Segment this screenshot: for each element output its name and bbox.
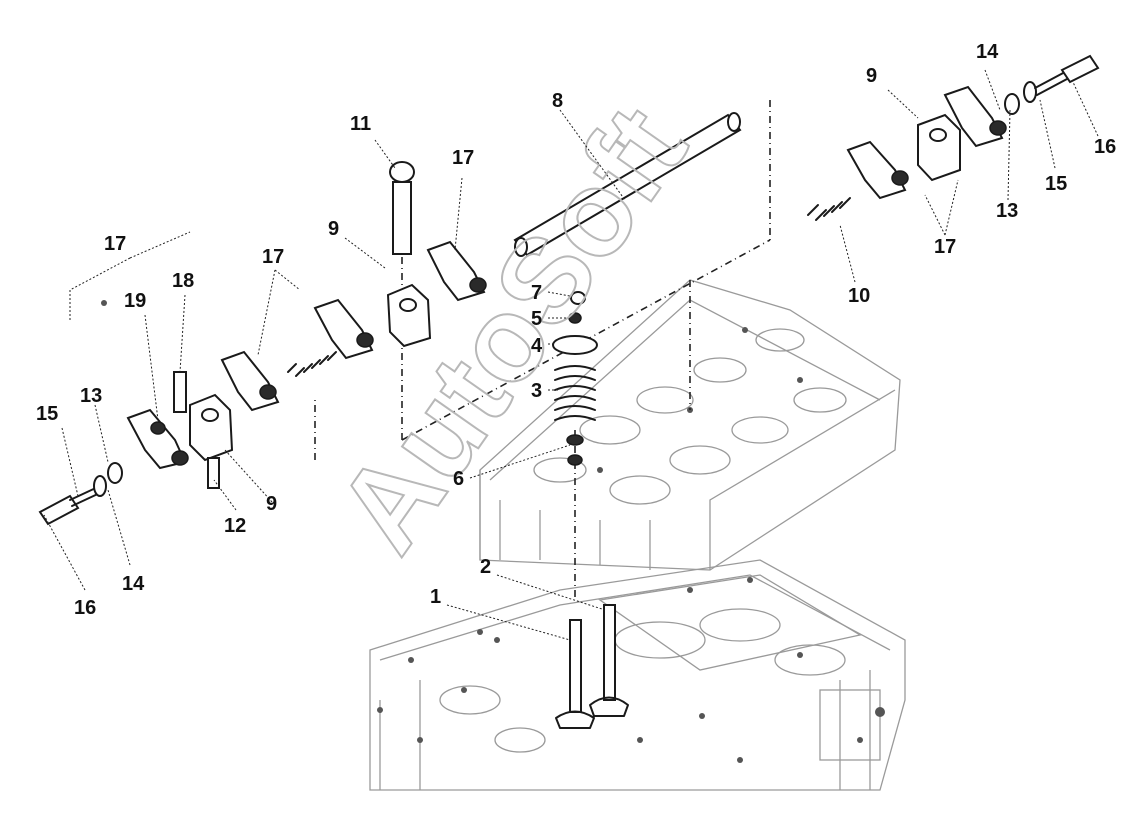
watermark: AutoSoft	[312, 83, 712, 575]
valves	[555, 604, 629, 729]
callout-4: 4	[531, 335, 543, 357]
callout-15-right: 15	[1045, 173, 1067, 195]
callout-9-center: 9	[328, 218, 339, 240]
callout-19: 19	[124, 290, 146, 312]
callout-3: 3	[531, 380, 542, 402]
callout-14-right: 14	[976, 41, 999, 63]
right-rocker-assembly	[807, 54, 1100, 221]
leader-lines	[43, 69, 1099, 641]
callout-17-left: 17	[104, 233, 126, 255]
callout-6: 6	[453, 468, 464, 490]
callout-5: 5	[531, 308, 542, 330]
callout-2: 2	[480, 556, 491, 578]
valve-spring-stack	[552, 291, 598, 466]
callout-10: 10	[848, 285, 870, 307]
callout-9-left: 9	[266, 493, 277, 515]
callout-1: 1	[430, 586, 441, 608]
callout-7: 7	[531, 282, 542, 304]
rocker-shaft	[513, 112, 742, 257]
callout-12: 12	[224, 515, 246, 537]
left-rocker-assembly	[38, 240, 487, 526]
callout-8: 8	[552, 90, 563, 112]
engine-block	[369, 559, 906, 791]
callout-17-center: 17	[262, 246, 284, 268]
callout-17-right: 17	[934, 236, 956, 258]
callout-15-left: 15	[36, 403, 58, 425]
callout-14-left: 14	[122, 573, 145, 595]
callout-11: 11	[350, 113, 371, 135]
callout-18: 18	[172, 270, 194, 292]
callout-13-left: 13	[80, 385, 102, 407]
callout-16-right: 16	[1094, 136, 1116, 158]
callout-17-shaft: 17	[452, 147, 474, 169]
callout-13-right: 13	[996, 200, 1018, 222]
callout-labels: 1 2 3 4 5 6 7 8 9 9 9 10 11 12 13 13 14 …	[36, 41, 1116, 619]
shaft-pin	[389, 161, 415, 255]
callout-16-left: 16	[74, 597, 96, 619]
callout-9-right: 9	[866, 65, 877, 87]
